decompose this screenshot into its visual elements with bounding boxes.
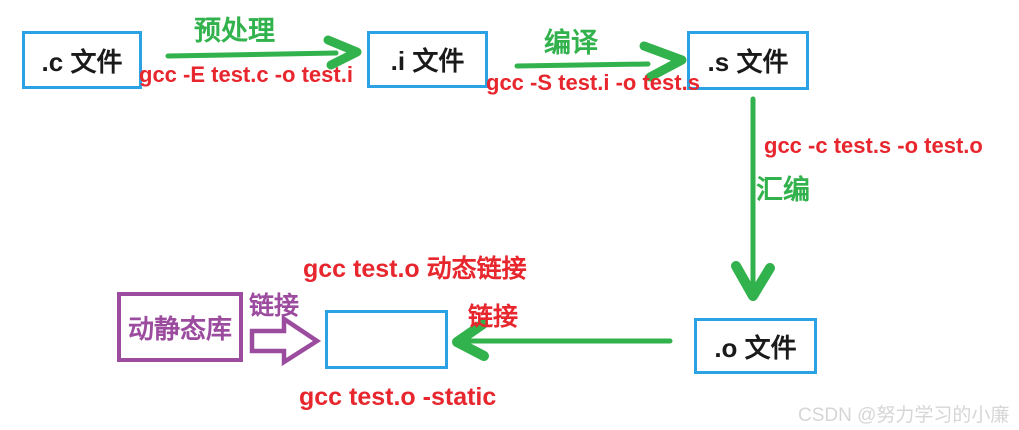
library-link-block-arrow-icon bbox=[249, 314, 322, 367]
compile-command: gcc -S test.i -o test.s bbox=[486, 70, 700, 95]
dynamic-link-command: gcc test.o 动态链接 bbox=[303, 255, 527, 283]
compile-arrow-icon bbox=[514, 41, 687, 82]
static-link-command: gcc test.o -static bbox=[299, 383, 497, 411]
link-arrow-icon bbox=[452, 319, 673, 361]
preprocess-command: gcc -E test.c -o test.i bbox=[139, 62, 353, 87]
compile-step-label: 编译 bbox=[544, 28, 598, 58]
node-o-file: .o 文件 bbox=[694, 318, 817, 374]
node-library-label: 动静态库 bbox=[127, 313, 232, 344]
node-library: 动静态库 bbox=[117, 292, 243, 362]
assemble-arrow-icon bbox=[731, 96, 775, 301]
node-c-file: .c 文件 bbox=[22, 31, 142, 89]
assemble-step-label: 汇编 bbox=[756, 175, 810, 205]
node-o-file-label: .o 文件 bbox=[714, 332, 797, 363]
node-output-box bbox=[325, 310, 448, 369]
node-i-file-label: .i 文件 bbox=[390, 46, 465, 76]
node-i-file: .i 文件 bbox=[367, 31, 488, 88]
node-s-file: .s 文件 bbox=[687, 31, 809, 90]
preprocess-step-label: 预处理 bbox=[194, 16, 275, 46]
preprocess-arrow-icon bbox=[165, 35, 362, 70]
link-label-red: 链接 bbox=[468, 303, 519, 331]
watermark: CSDN @努力学习的小廉 bbox=[798, 405, 1010, 426]
node-c-file-label: .c 文件 bbox=[41, 46, 123, 77]
assemble-command: gcc -c test.s -o test.o bbox=[764, 133, 983, 158]
node-s-file-label: .s 文件 bbox=[707, 47, 789, 77]
link-label-purple: 链接 bbox=[249, 292, 300, 320]
